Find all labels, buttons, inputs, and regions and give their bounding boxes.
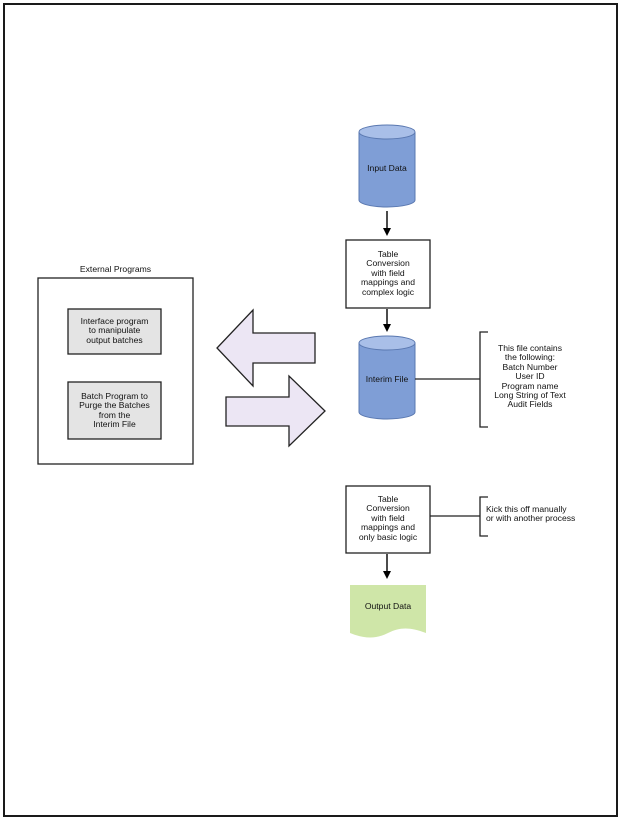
left-arrow xyxy=(216,308,316,388)
input-data-label: Input Data xyxy=(367,163,407,173)
table-conversion-2-label: Table Conversion with field mappings and… xyxy=(358,494,418,542)
page-frame xyxy=(3,3,618,817)
right-arrow xyxy=(225,374,326,448)
interim-file-cylinder xyxy=(358,335,416,420)
interface-program-box xyxy=(67,308,162,355)
table-conversion-1-box xyxy=(345,239,431,309)
input-data-cylinder xyxy=(358,124,416,208)
kick-note-bracket xyxy=(479,496,488,537)
external-programs-title: External Programs xyxy=(79,264,152,274)
kick-note-text: Kick this off manually or with another p… xyxy=(486,504,576,524)
table-conversion-1-label: Table Conversion with field mappings and… xyxy=(361,249,415,297)
output-data-label: Output Data xyxy=(364,601,412,611)
interface-program-label: Interface program to manipulate output b… xyxy=(80,316,149,345)
batch-program-box xyxy=(67,381,162,440)
interim-note-text: This file contains the following: Batch … xyxy=(494,343,566,410)
interim-note-bracket xyxy=(479,331,488,428)
external-programs-box xyxy=(37,277,194,465)
interim-file-label: Interim File xyxy=(365,374,409,384)
batch-program-label: Batch Program to Purge the Batches from … xyxy=(79,391,150,430)
output-data-shape xyxy=(350,585,426,638)
table-conversion-2-box xyxy=(345,485,431,554)
